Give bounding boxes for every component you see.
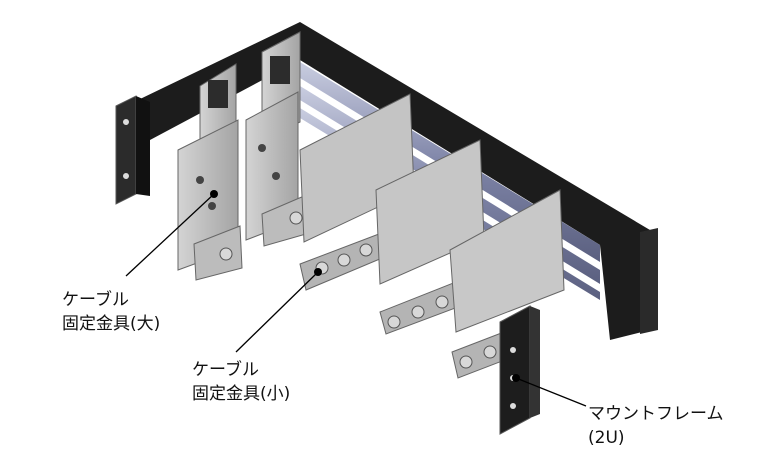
leader-dot-small	[314, 268, 322, 276]
label-cable-bracket-large: ケーブル 固定金具(大)	[62, 288, 160, 336]
label-cable-bracket-small: ケーブル 固定金具(小)	[192, 358, 290, 406]
cable-bracket-small	[299, 93, 565, 379]
leader-dot-frame	[512, 374, 520, 382]
leader-dot-large	[210, 190, 218, 198]
label-cable-bracket-small-line2: 固定金具(小)	[192, 384, 291, 404]
label-mount-frame-line1: マウントフレーム	[588, 404, 724, 424]
label-cable-bracket-large-line2: 固定金具(大)	[62, 314, 161, 334]
label-cable-bracket-small-line1: ケーブル	[192, 360, 259, 380]
leader-line-large	[125, 193, 215, 277]
label-mount-frame: マウントフレーム (2U)	[588, 402, 724, 450]
mount-frame-back-wall	[138, 22, 658, 340]
mount-frame-front-panel	[499, 305, 540, 435]
leader-line-small	[235, 271, 319, 353]
mount-frame-left-ear	[115, 95, 150, 205]
cable-bracket-large	[177, 31, 307, 281]
leader-lines	[125, 190, 587, 407]
label-mount-frame-line2: (2U)	[588, 428, 625, 448]
label-cable-bracket-large-line1: ケーブル	[62, 290, 129, 310]
leader-line-frame	[515, 377, 587, 407]
